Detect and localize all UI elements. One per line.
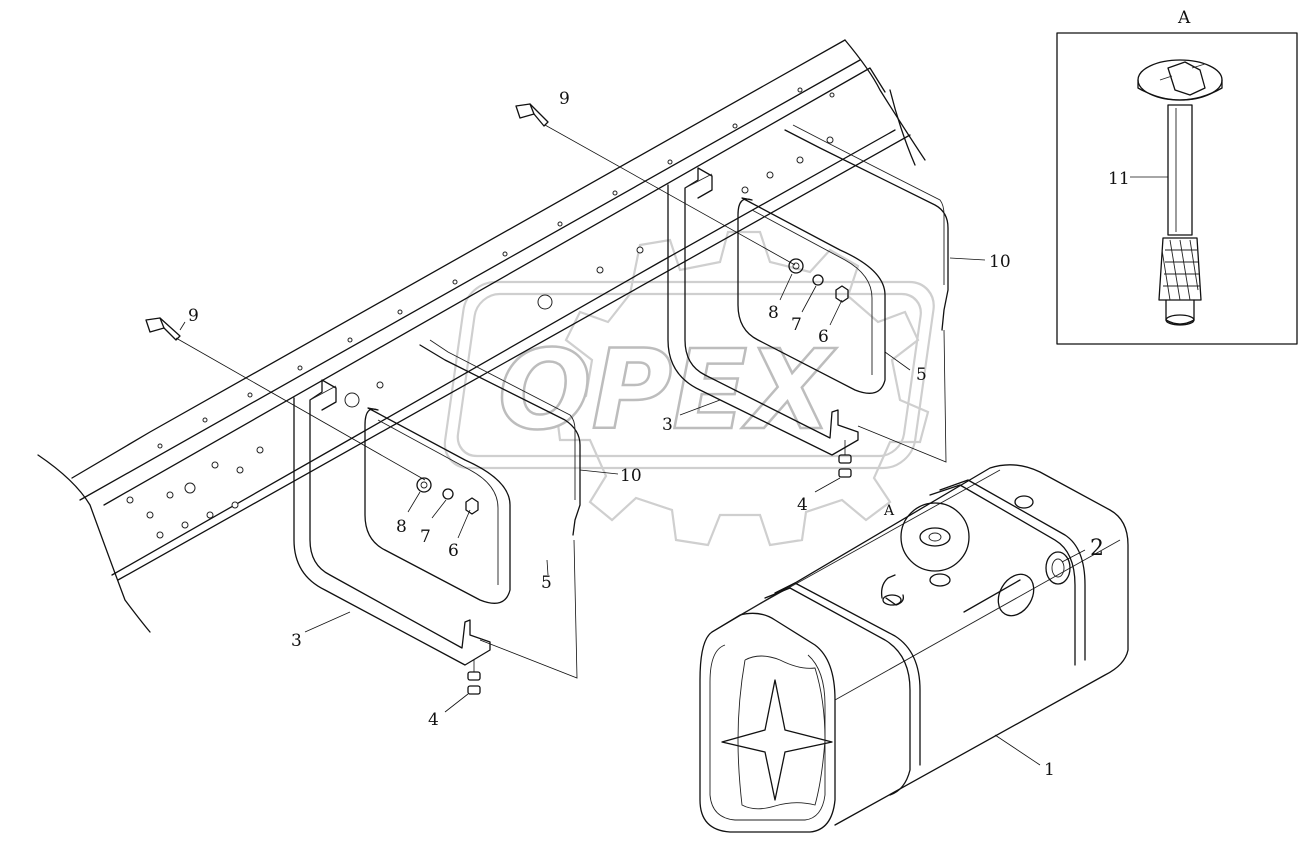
detail-A-frame [1056,32,1298,345]
callout-11: 11 [1108,169,1130,189]
bolt-9-left [145,317,181,341]
callout-8-right: 8 [768,303,779,323]
callout-1: 1 [1044,760,1055,780]
watermark-plate-inner [456,292,922,458]
fuel-tank [699,464,1129,833]
callout-4-left: 4 [428,710,439,730]
leader-lines [304,257,1086,766]
bracket-left [293,379,491,666]
watermark: OPEX [443,230,935,547]
callout-4-right: 4 [797,495,808,515]
callout-9-right: 9 [559,89,570,109]
tank-body [711,464,1129,826]
callout-5-right: 5 [916,365,927,385]
callout-3-right: 3 [662,415,673,435]
callout-labels: 1 2 3 3 4 4 5 5 6 6 7 7 8 8 9 9 10 10 11… [188,89,1130,780]
bolt-9-right [515,103,549,127]
callout-6-left: 6 [448,541,459,561]
tank-band-front [764,587,911,796]
bracket-assembly-left [145,317,581,695]
tank-cap [1045,551,1071,585]
pad-left [364,407,511,604]
callout-10-left: 10 [620,466,642,486]
strap-left [419,344,581,536]
callout-6-right: 6 [818,327,829,347]
callout-2: 2 [1090,536,1104,561]
callout-5-left: 5 [541,573,552,593]
tank-band-rear [929,484,1076,666]
tank-filler-neck [997,573,1035,617]
fasteners-right [788,258,849,303]
tank-star-emboss [721,679,833,801]
callout-9-left: 9 [188,306,199,326]
nut-4-left [467,660,481,695]
fuel-level-sensor [1137,59,1223,326]
callout-3-left: 3 [291,631,302,651]
watermark-gear [554,230,930,547]
callout-A-tank: A [883,503,895,519]
watermark-plate-outer [443,280,935,470]
detail-A-title: A [1177,8,1191,28]
frame-holes [126,87,835,539]
bracket-right [667,167,859,456]
pad-right [737,197,886,394]
detail-A: A [1056,8,1298,345]
callout-7-right: 7 [791,315,802,335]
sensor-port-detail-circle [900,502,970,572]
callout-10-right: 10 [989,252,1011,272]
fasteners-left [416,477,479,515]
strap-right [784,129,949,331]
tank-end-cap [699,612,836,833]
callout-7-left: 7 [420,527,431,547]
watermark-text: OPEX [498,326,837,454]
frame-rail [37,39,926,633]
bracket-assembly-right [515,103,949,478]
nut-4-right [838,440,852,478]
callout-8-left: 8 [396,517,407,537]
